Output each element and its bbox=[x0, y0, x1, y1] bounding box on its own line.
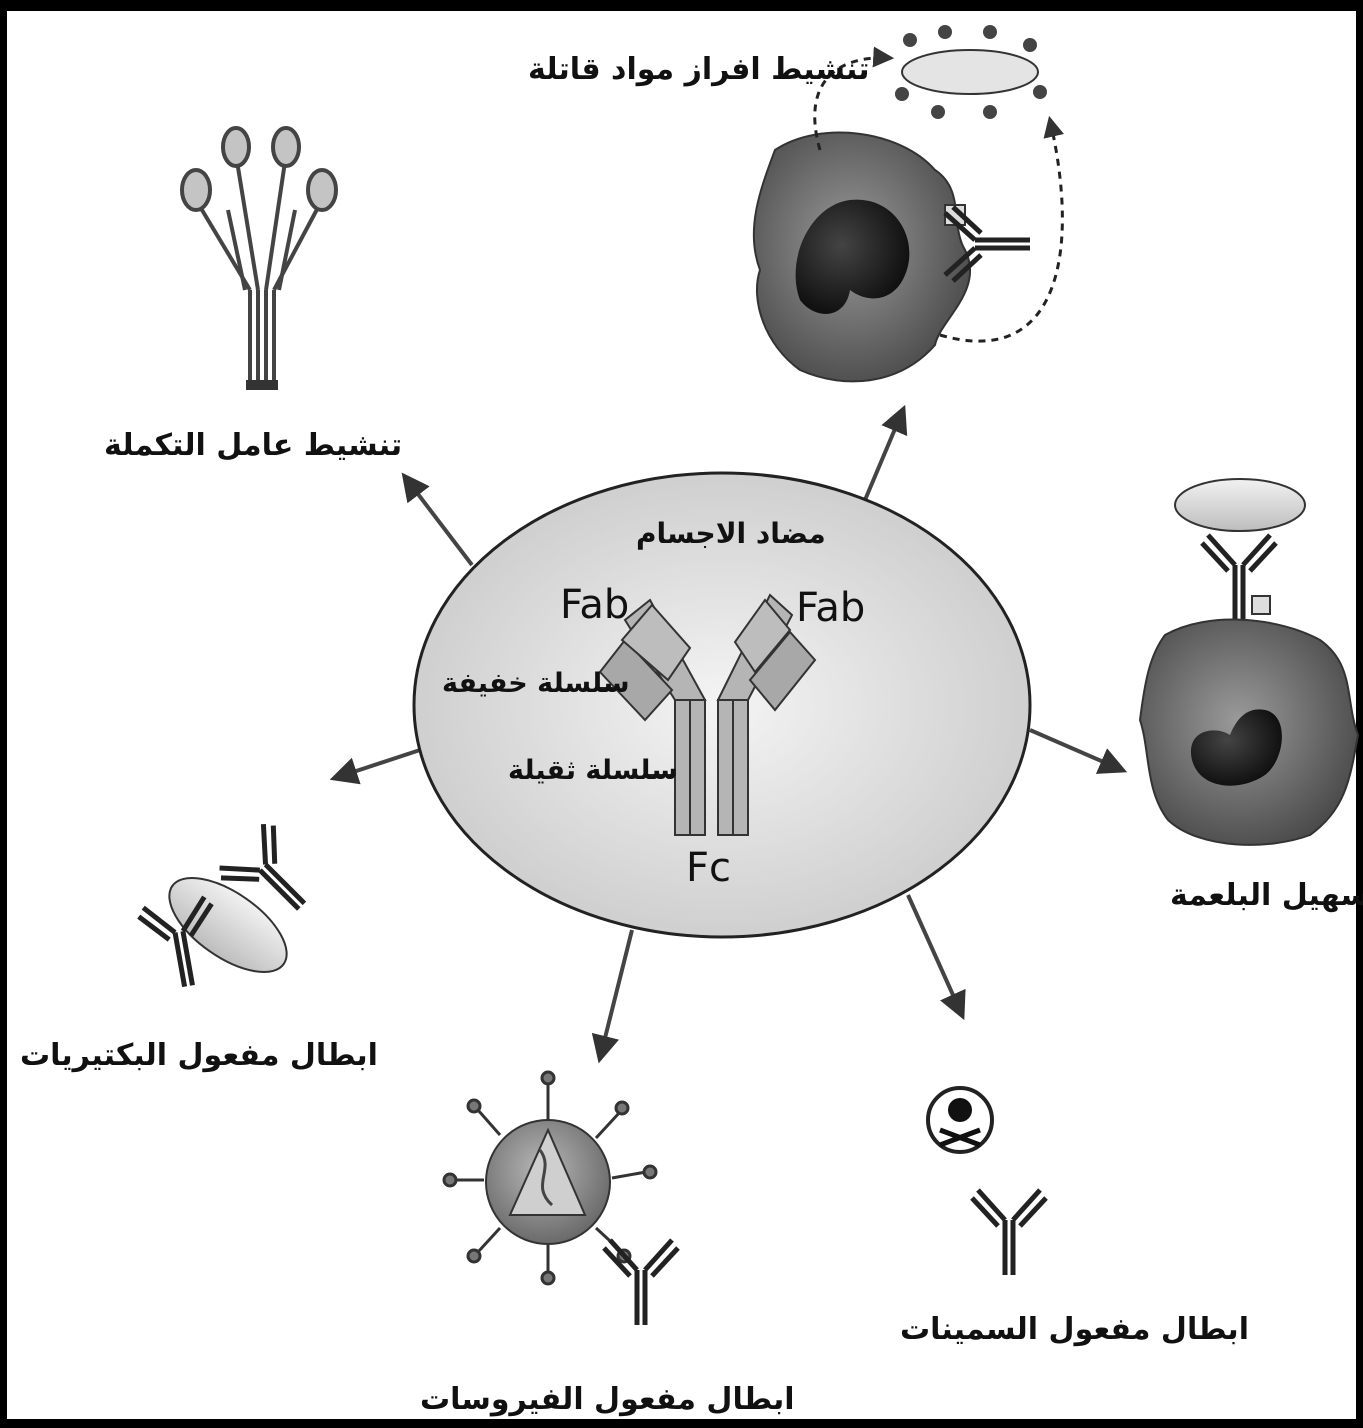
bacteria-illustration bbox=[137, 820, 327, 992]
label-fab-right: Fab bbox=[796, 585, 865, 631]
label-fab-left: Fab bbox=[560, 582, 629, 628]
toxin-illustration bbox=[928, 1088, 1046, 1275]
label-bacteria-neutralization: ابطال مفعول البكتيريات bbox=[20, 1038, 378, 1073]
label-virus-neutralization: ابطال مفعول الفيروسات bbox=[420, 1382, 795, 1417]
virus-illustration bbox=[444, 1072, 678, 1325]
label-antibody-title: مضاد الاجسام bbox=[636, 517, 826, 550]
label-light-chain: سلسلة خفيفة bbox=[442, 668, 630, 699]
label-complement-activation: تنشيط عامل التكملة bbox=[104, 428, 402, 463]
label-heavy-chain: سلسلة ثقيلة bbox=[508, 755, 678, 786]
label-killer-secretion: تنشيط افراز مواد قاتلة bbox=[528, 52, 870, 87]
label-toxin-neutralization: ابطال مفعول السمينات bbox=[900, 1312, 1249, 1347]
opsonization-illustration bbox=[1140, 479, 1358, 845]
label-opsonization: تسهيل البلعمة bbox=[1170, 878, 1363, 913]
label-fc: Fc bbox=[686, 845, 731, 891]
complement-illustration bbox=[182, 128, 336, 390]
